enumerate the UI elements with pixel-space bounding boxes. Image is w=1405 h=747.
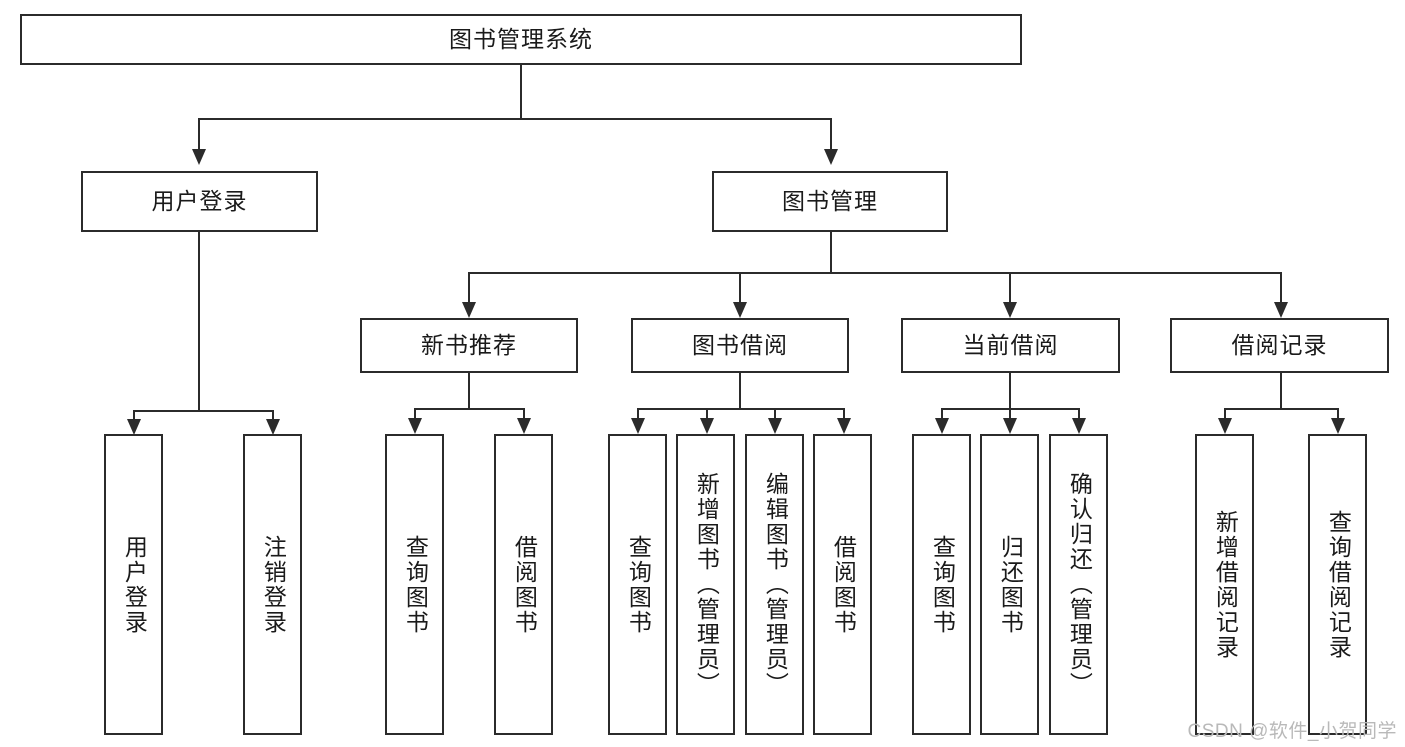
leaf-current-borrow-return-book[interactable]: 归还图书 <box>980 434 1039 735</box>
connector-br-stem <box>1280 373 1282 408</box>
arrowhead-br-leaf-2 <box>1331 418 1345 434</box>
arrowhead-nbr-leaf-1 <box>408 418 422 434</box>
connector-drop-bb-leaf-1 <box>637 408 639 418</box>
node-new-book-recommend[interactable]: 新书推荐 <box>360 318 578 373</box>
connector-drop-ul-leaf-1 <box>133 410 135 419</box>
connector-level3-bus <box>468 272 1280 274</box>
connector-drop-borrow-record <box>1280 272 1282 302</box>
connector-nbr-stem <box>468 373 470 408</box>
arrowhead-bb-leaf-1 <box>631 418 645 434</box>
arrowhead-new-book-recommend <box>462 302 476 318</box>
connector-cb-stem <box>1009 373 1011 408</box>
arrowhead-br-leaf-1 <box>1218 418 1232 434</box>
connector-level2-bus <box>198 118 830 120</box>
connector-drop-new-book-recommend <box>468 272 470 302</box>
node-user-login[interactable]: 用户登录 <box>81 171 318 232</box>
connector-drop-br-leaf-1 <box>1224 408 1226 418</box>
leaf-new-book-borrow-book[interactable]: 借阅图书 <box>494 434 553 735</box>
leaf-book-borrow-add-book-admin[interactable]: 新增图书（管理员） <box>676 434 735 735</box>
connector-user-login-stem <box>198 232 200 410</box>
leaf-user-login-login[interactable]: 用户登录 <box>104 434 163 735</box>
connector-drop-nbr-leaf-2 <box>523 408 525 418</box>
connector-drop-user-login <box>198 118 200 149</box>
node-borrow-record[interactable]: 借阅记录 <box>1170 318 1389 373</box>
connector-drop-ul-leaf-2 <box>272 410 274 419</box>
node-book-borrow[interactable]: 图书借阅 <box>631 318 849 373</box>
connector-bb-stem <box>739 373 741 408</box>
leaf-current-borrow-query-book[interactable]: 查询图书 <box>912 434 971 735</box>
connector-drop-cb-leaf-3 <box>1078 408 1080 418</box>
arrowhead-user-login <box>192 149 206 165</box>
arrowhead-ul-leaf-1 <box>127 419 141 435</box>
leaf-borrow-record-add-record[interactable]: 新增借阅记录 <box>1195 434 1254 735</box>
arrowhead-bb-leaf-3 <box>768 418 782 434</box>
connector-drop-book-borrow <box>739 272 741 302</box>
connector-bb-bus <box>637 408 843 410</box>
arrowhead-current-borrow <box>1003 302 1017 318</box>
connector-drop-nbr-leaf-1 <box>414 408 416 418</box>
arrowhead-bb-leaf-2 <box>700 418 714 434</box>
arrowhead-cb-leaf-3 <box>1072 418 1086 434</box>
arrowhead-cb-leaf-1 <box>935 418 949 434</box>
arrowhead-borrow-record <box>1274 302 1288 318</box>
arrowhead-nbr-leaf-2 <box>517 418 531 434</box>
connector-nbr-bus <box>414 408 524 410</box>
connector-drop-book-management <box>830 118 832 149</box>
connector-drop-cb-leaf-2 <box>1009 408 1011 418</box>
arrowhead-book-management <box>824 149 838 165</box>
node-root-book-management-system[interactable]: 图书管理系统 <box>20 14 1022 65</box>
leaf-current-borrow-confirm-return-admin[interactable]: 确认归还（管理员） <box>1049 434 1108 735</box>
connector-drop-br-leaf-2 <box>1337 408 1339 418</box>
leaf-borrow-record-query-record[interactable]: 查询借阅记录 <box>1308 434 1367 735</box>
arrowhead-cb-leaf-2 <box>1003 418 1017 434</box>
arrowhead-bb-leaf-4 <box>837 418 851 434</box>
leaf-book-borrow-edit-book-admin[interactable]: 编辑图书（管理员） <box>745 434 804 735</box>
connector-drop-bb-leaf-2 <box>706 408 708 418</box>
connector-drop-cb-leaf-1 <box>941 408 943 418</box>
leaf-book-borrow-borrow-book[interactable]: 借阅图书 <box>813 434 872 735</box>
connector-root-stem <box>520 65 522 118</box>
connector-book-management-stem <box>830 232 832 272</box>
leaf-new-book-query-book[interactable]: 查询图书 <box>385 434 444 735</box>
arrowhead-book-borrow <box>733 302 747 318</box>
node-current-borrow[interactable]: 当前借阅 <box>901 318 1120 373</box>
leaf-book-borrow-query-book[interactable]: 查询图书 <box>608 434 667 735</box>
connector-br-bus <box>1224 408 1338 410</box>
connector-user-login-bus <box>133 410 273 412</box>
node-book-management[interactable]: 图书管理 <box>712 171 948 232</box>
connector-drop-current-borrow <box>1009 272 1011 302</box>
leaf-user-login-logout[interactable]: 注销登录 <box>243 434 302 735</box>
connector-drop-bb-leaf-3 <box>774 408 776 418</box>
arrowhead-ul-leaf-2 <box>266 419 280 435</box>
connector-drop-bb-leaf-4 <box>843 408 845 418</box>
